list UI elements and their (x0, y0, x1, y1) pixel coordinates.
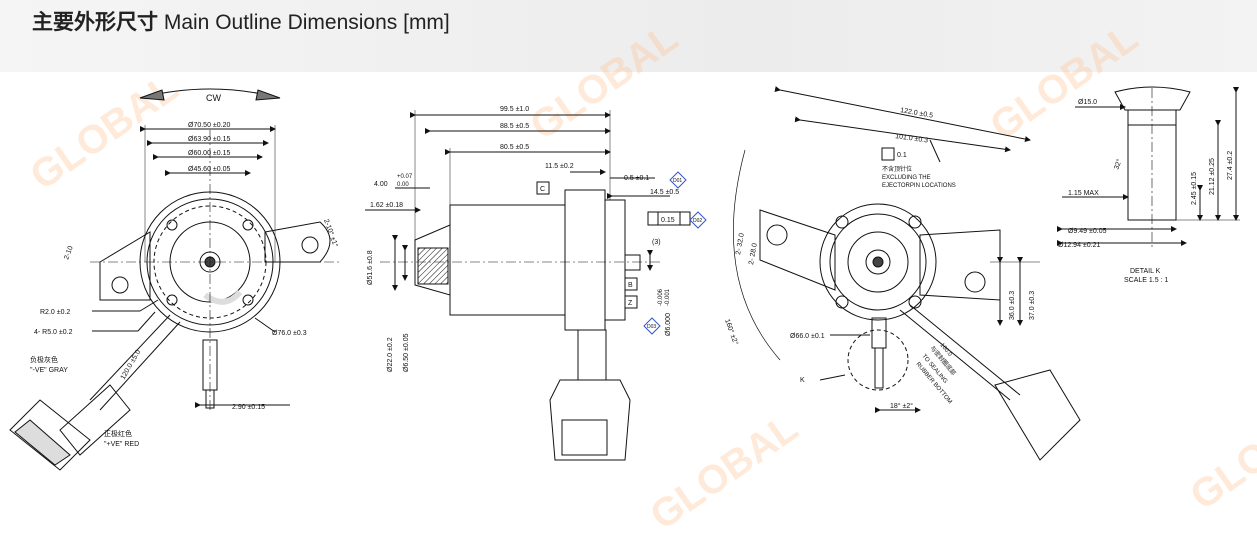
note-1: EXCLUDING THE (882, 175, 931, 181)
pos-label-en: "+VE" RED (104, 441, 139, 448)
dim-w2: 101.0 ±0.3 (895, 133, 929, 145)
pos-label-zh: 正极红色 (104, 429, 132, 438)
angle-1: 160° ±2° (723, 318, 740, 346)
note-2: EJECTORPIN LOCATIONS (882, 183, 956, 189)
dim-d2: Ø63.90 ±0.15 (188, 136, 230, 143)
pin-tol-b: -0.001 (665, 288, 671, 306)
tol-a: +0.07 (397, 174, 413, 180)
dim-l8: 1.62 ±0.18 (370, 202, 403, 209)
dim-h1: 36.0 ±0.3 (1009, 291, 1016, 320)
dim-l3: 80.5 ±0.5 (500, 144, 529, 151)
dim-d: Ø66.0 ±0.1 (790, 333, 825, 340)
dim-l5: 0.5 ±0.1 (624, 175, 649, 182)
k-h3: 27.4 ±0.2 (1227, 151, 1234, 180)
title-zh: 主要外形尺寸 (32, 10, 158, 34)
dim-outer: Ø76.0 ±0.3 (272, 330, 307, 337)
tol-b: 0.00 (397, 182, 409, 188)
dim-r1: R2.0 ±0.2 (40, 309, 70, 316)
k-d2: Ø9.49 ±0.05 (1068, 228, 1107, 235)
ref-dim: (3) (652, 239, 661, 246)
dim-r2: 4- R5.0 ±0.2 (34, 329, 73, 336)
page-title: 主要外形尺寸 Main Outline Dimensions [mm] (32, 6, 450, 36)
k-label: K (800, 377, 805, 384)
flatness: 0.1 (897, 152, 907, 159)
neg-label-en: "-VE" GRAY (30, 367, 68, 374)
header-band: 主要外形尺寸 Main Outline Dimensions [mm] (0, 0, 1257, 72)
side-view (365, 110, 707, 461)
k-d3: Ø12.94 ±0.21 (1058, 242, 1100, 249)
dim-holes: 2-10 (63, 245, 74, 261)
dim-shaft: Ø6.50 ±0.05 (403, 333, 410, 372)
outline-drawing: CW Ø70.50 ±0.20 Ø63.90 ±0.15 Ø60.00 ±0.1… (9, 86, 1240, 471)
dim-l7: 4.00 (374, 181, 388, 188)
k-h1: 2.45 ±0.15 (1191, 172, 1198, 205)
datum-b: B (628, 282, 633, 289)
datum-c: C (540, 186, 545, 193)
k-d1: Ø15.0 (1078, 99, 1097, 106)
pin-tol-a: -0.006 (658, 288, 664, 306)
perp-tol: 0.15 (661, 217, 675, 224)
dim-hub: Ø22.0 ±0.2 (387, 337, 394, 372)
dim-l6: 14.5 ±0.5 (650, 189, 679, 196)
k-scale: SCALE 1.5 : 1 (1124, 277, 1168, 284)
dim-d1: Ø70.50 ±0.20 (188, 122, 230, 129)
note-zh: 不含顶针位 (882, 165, 912, 173)
k-max: 1.15 MAX (1068, 190, 1099, 197)
symbol-1: D01 (673, 178, 682, 184)
symbol-2: D02 (693, 218, 702, 224)
front-view (9, 88, 340, 471)
k-title: DETAIL K (1130, 268, 1161, 275)
detail-k (1057, 86, 1240, 250)
dim-a2: 2- 28.0 (748, 243, 759, 266)
k-h2: 21.12 ±0.25 (1209, 158, 1216, 195)
back-view-labels: 122.0 ±0.5 101.0 ±0.3 0.1 不含顶针位 EXCLUDIN… (723, 107, 1036, 410)
dim-pin: Ø6.000 (665, 313, 672, 336)
dim-a1: 2- 32.0 (735, 233, 746, 256)
dim-l4: 11.5 ±0.2 (545, 163, 574, 170)
k-angle: 32° (1112, 158, 1123, 171)
side-view-labels: 99.5 ±1.0 88.5 ±0.5 80.5 ±0.5 11.5 ±0.2 … (367, 106, 702, 372)
datum-z: Z (628, 300, 633, 307)
dim-l2: 88.5 ±0.5 (500, 123, 529, 130)
neg-label-zh: 负极灰色 (30, 355, 58, 364)
front-view-labels: CW Ø70.50 ±0.20 Ø63.90 ±0.15 Ø60.00 ±0.1… (30, 93, 340, 448)
dim-l1: 99.5 ±1.0 (500, 106, 529, 113)
dim-d4: Ø45.60 ±0.05 (188, 166, 230, 173)
title-en: Main Outline Dimensions [mm] (163, 11, 450, 34)
dim-h2: 37.0 ±0.3 (1029, 291, 1036, 320)
rotation-label: CW (206, 93, 221, 103)
dim-angle: 2-10° ±1° (322, 218, 340, 248)
symbol-3: D03 (647, 324, 656, 330)
shaft-dim: 2.90 ±0.15 (232, 404, 265, 411)
dim-body: Ø51.6 ±0.8 (367, 250, 374, 285)
angle-2: 18° ±2° (890, 402, 913, 410)
dim-w1: 122.0 ±0.5 (900, 107, 934, 120)
back-view (733, 86, 1081, 461)
dim-d3: Ø60.00 ±0.15 (188, 150, 230, 157)
detail-k-labels: Ø15.0 Ø9.49 ±0.05 Ø12.94 ±0.21 32° 1.15 … (1058, 99, 1234, 284)
